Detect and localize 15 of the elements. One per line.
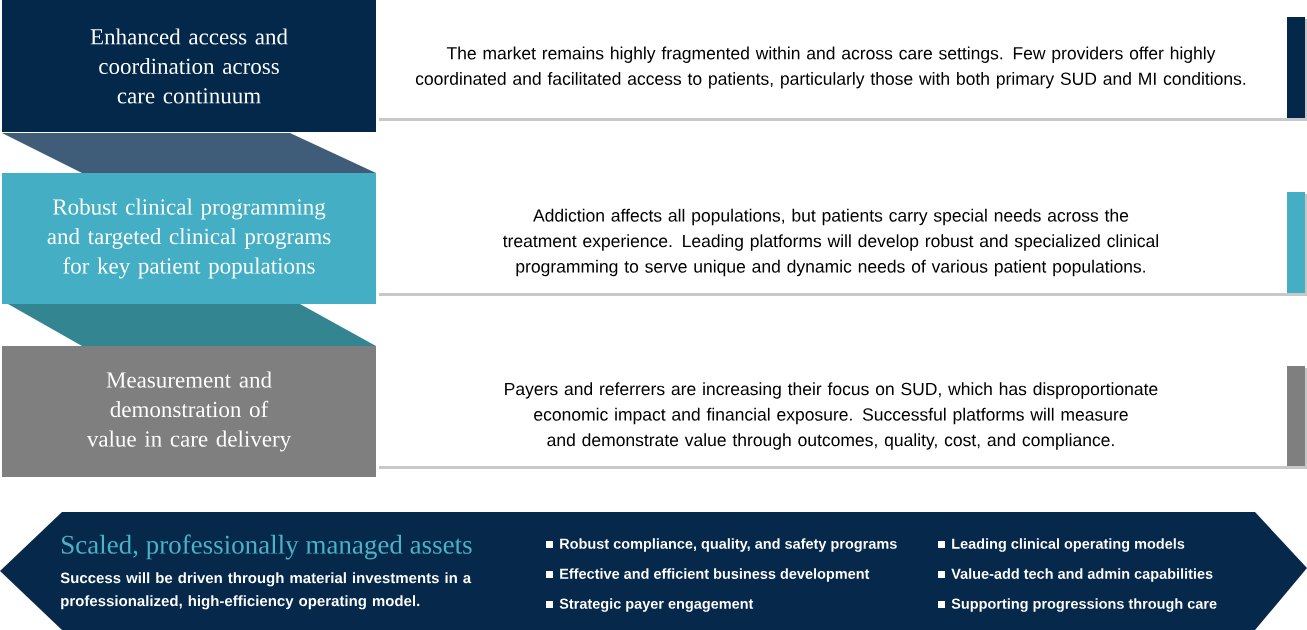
banner-title: Scaled, professionally managed assets: [62, 534, 472, 560]
description-box: The market remains highly fragmented within and across care settings. Few providers offer highly coordinated and facilitated access to patients, particularly those with both primary SUD and MI conditions.: [376, 17, 1307, 121]
bullet-item: Robust compliance, quality, and safety programs: [546, 538, 897, 552]
heading-box: Enhanced access and coordination across care continuum: [2, 0, 376, 132]
bullet-item: Supporting progressions through care: [938, 598, 1217, 612]
bullet-item: Value-add tech and admin capabilities: [938, 568, 1213, 582]
heading-box: Measurement and demonstration of value in care delivery: [2, 304, 376, 477]
heading-box: Robust clinical programming and targeted clinical programs for key patient populations: [2, 133, 376, 304]
banner-text: Success will be driven through material investments in a professionalized, high-efficiency operating model.: [60, 572, 472, 610]
banner-hexagon: [0, 512, 1307, 630]
description-box: Payers and referrers are increasing their focus on SUD, which has disproportionate economic impact and financial exposure. Successful platforms will measure and demonstrate value through outcomes, quality, cost, and compliance.: [376, 366, 1307, 469]
bullet-item: Strategic payer engagement: [546, 598, 754, 612]
bullet-item: Effective and efficient business development: [546, 568, 870, 582]
bullet-item: Leading clinical operating models: [938, 538, 1185, 552]
description-box: Addiction affects all populations, but patients carry special needs across the treatment experience. Leading platforms will develop robust and specialized clinical programming to serve unique and dynamic needs of various patient populations.: [376, 192, 1307, 296]
